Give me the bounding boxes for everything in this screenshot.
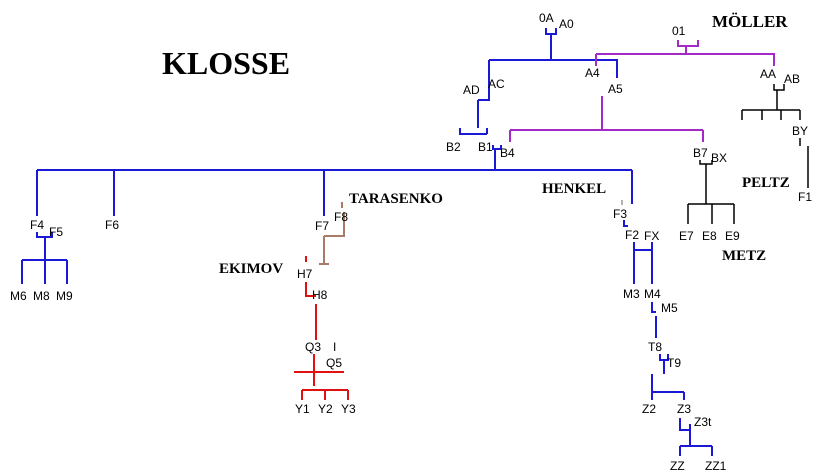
node-F7: F7 (315, 219, 329, 233)
node-BX: BX (711, 151, 727, 165)
node-ZZ: ZZ (670, 459, 685, 473)
node-E9: E9 (725, 229, 740, 243)
black-lines (687, 84, 809, 224)
title-ekimov: EKIMOV (219, 261, 283, 277)
node-H7: H7 (297, 267, 313, 281)
node-M4: M4 (644, 287, 661, 301)
node-F2: F2 (625, 228, 639, 242)
node-M8: M8 (33, 289, 50, 303)
title-metz: METZ (722, 248, 766, 264)
node-M9: M9 (56, 289, 73, 303)
node-E8: E8 (702, 229, 717, 243)
node-F4: F4 (30, 218, 44, 232)
title-moller: MÖLLER (712, 12, 788, 31)
node-Y2: Y2 (318, 402, 333, 416)
node-F5: F5 (49, 225, 63, 239)
node-B7: B7 (693, 146, 708, 160)
node-A5: A5 (608, 82, 623, 96)
node-AB: AB (784, 72, 800, 86)
tan-lines (319, 202, 345, 265)
title-peltz: PELTZ (742, 175, 790, 191)
title-klosse: KLOSSE (162, 45, 290, 81)
node-Z3t: Z3t (694, 415, 712, 429)
node-AA: AA (760, 67, 776, 81)
node-M3: M3 (623, 287, 640, 301)
node-FX: FX (644, 229, 659, 243)
node-E7: E7 (679, 229, 694, 243)
red-lines (294, 256, 349, 400)
node-B2: B2 (446, 140, 461, 154)
node-F3: F3 (613, 207, 627, 221)
node-F1: F1 (798, 190, 812, 204)
node-T9: T9 (667, 356, 681, 370)
node-B1: B1 (478, 140, 493, 154)
node-H8: H8 (312, 288, 328, 302)
node-01: 01 (672, 24, 686, 38)
purple-lines (509, 40, 775, 142)
node-A0: A0 (559, 17, 574, 31)
title-tarasenko: TARASENKO (349, 191, 443, 207)
node-Y1: Y1 (295, 402, 310, 416)
node-A4: A4 (585, 66, 600, 80)
node-Z3: Z3 (677, 402, 691, 416)
node-AC: AC (488, 77, 505, 91)
node-Y3: Y3 (341, 402, 356, 416)
node-Q3: Q3 (305, 340, 321, 354)
title-henkel: HENKEL (542, 181, 606, 197)
node-BY: BY (792, 124, 808, 138)
node-AD: AD (463, 83, 480, 97)
node-0A: 0A (539, 11, 554, 25)
node-ZZ1: ZZ1 (705, 459, 727, 473)
blue-lines (21, 28, 713, 456)
node-T8: T8 (648, 340, 662, 354)
node-Q5: Q5 (326, 356, 342, 370)
node-I: I (333, 340, 336, 354)
node-M6: M6 (10, 289, 27, 303)
node-F6: F6 (105, 218, 119, 232)
node-M5: M5 (661, 301, 678, 315)
node-F8: F8 (334, 210, 348, 224)
node-Z2: Z2 (642, 402, 656, 416)
node-B4: B4 (500, 146, 515, 160)
node-labels: 0A A0 01 AC AD A4 A5 AA AB BY F1 B2 B1 B… (10, 11, 812, 473)
